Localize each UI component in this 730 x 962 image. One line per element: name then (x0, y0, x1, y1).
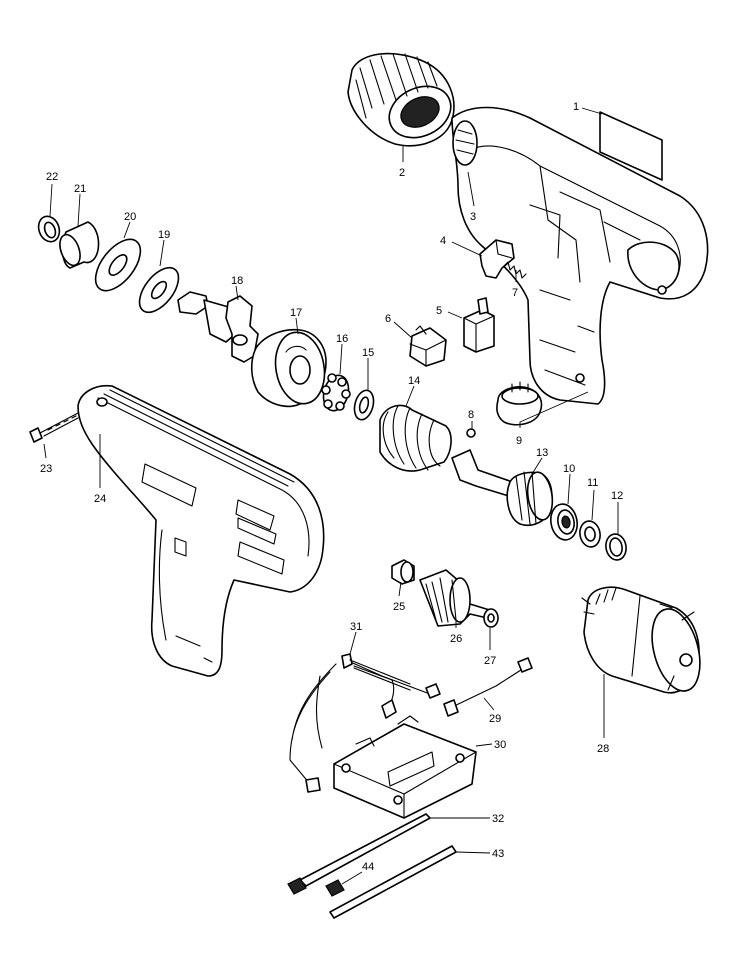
part-24-housing-half-left (77, 384, 325, 677)
part-5-switch (463, 297, 495, 353)
leader-lines (43, 107, 619, 885)
callout-27: 27 (484, 655, 496, 667)
part-22-washer (37, 215, 61, 243)
callout-22: 22 (46, 171, 58, 183)
callout-14: 14 (408, 375, 420, 387)
part-1-label-plate (599, 111, 663, 181)
part-10-ball-bearing (550, 503, 578, 541)
part-6-terminal-block (409, 325, 447, 367)
callout-43: 43 (492, 848, 504, 860)
callout-5: 5 (436, 305, 442, 317)
callout-3: 3 (470, 211, 476, 223)
callout-9: 9 (516, 435, 522, 447)
callout-21: 21 (74, 183, 86, 195)
callout-29: 29 (489, 713, 501, 725)
part-30-controller (333, 715, 477, 819)
callout-18: 18 (231, 275, 243, 287)
part-18-spindle (177, 291, 259, 363)
callout-8: 8 (468, 409, 474, 421)
part-14-spring (379, 404, 452, 472)
part-3-housing-half-right (451, 106, 709, 405)
callout-17: 17 (290, 307, 302, 319)
callout-6: 6 (385, 313, 391, 325)
part-27-bearing (483, 608, 499, 628)
part-4-switch-lever (479, 239, 515, 279)
part-9-connector-plug (496, 381, 543, 426)
callout-16: 16 (336, 333, 348, 345)
part-7-spring (503, 261, 527, 279)
callout-31: 31 (350, 621, 362, 633)
callout-26: 26 (450, 633, 462, 645)
callout-12: 12 (611, 490, 623, 502)
part-17-hammer (250, 328, 327, 408)
callout-1: 1 (573, 101, 579, 113)
callout-13: 13 (536, 447, 548, 459)
part-11-washer (579, 520, 601, 548)
part-28-dc-motor (581, 586, 701, 694)
part-29-lead-wire (443, 657, 533, 717)
part-12-retaining-ring (605, 533, 627, 561)
part-19-washer (138, 266, 180, 314)
part-25-bearing (391, 559, 415, 585)
callout-15: 15 (362, 347, 374, 359)
callout-30: 30 (494, 739, 506, 751)
part-32-cable-tie (287, 813, 431, 895)
part-16-ball-retainer (321, 373, 351, 412)
part-31-lead-wire (289, 653, 441, 793)
part-20-washer (94, 238, 142, 292)
part-44-clamp (325, 879, 345, 897)
callout-23: 23 (40, 463, 52, 475)
part-15-washer (353, 389, 375, 421)
callout-28: 28 (597, 743, 609, 755)
part-26-pinion-gear (419, 569, 497, 627)
part-2-nose-cap (347, 52, 455, 147)
callout-24: 24 (94, 493, 106, 505)
callout-7: 7 (512, 287, 518, 299)
callout-44: 44 (362, 861, 374, 873)
callout-labels: 1 2 3 4 5 6 7 8 9 10 11 12 13 14 15 16 1… (40, 101, 623, 873)
callout-4: 4 (440, 235, 446, 247)
callout-19: 19 (158, 229, 170, 241)
part-8-steel-ball (466, 428, 476, 438)
callout-11: 11 (587, 477, 598, 489)
callout-32: 32 (492, 813, 504, 825)
part-23-screw (29, 411, 81, 443)
part-21-sleeve (59, 221, 100, 269)
callout-10: 10 (563, 463, 575, 475)
callout-2: 2 (399, 167, 405, 179)
part-13-spindle-gear (451, 449, 554, 526)
callout-20: 20 (124, 211, 136, 223)
callout-25: 25 (393, 601, 405, 613)
